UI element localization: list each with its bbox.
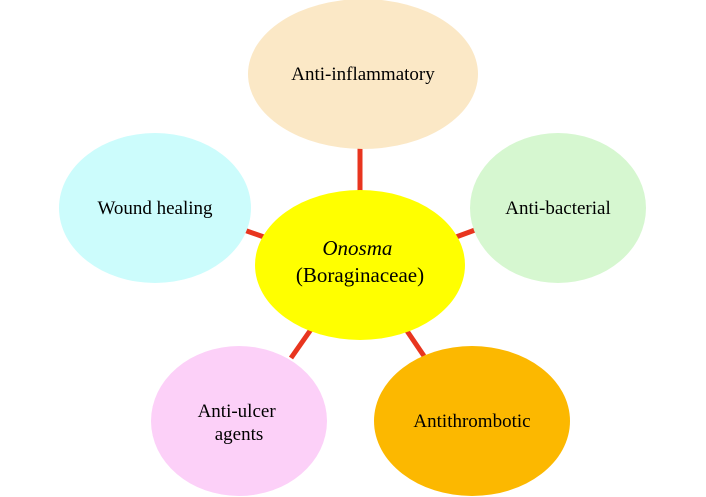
node-wound-healing: Wound healing	[59, 133, 251, 283]
connector-anti-bacterial	[455, 227, 476, 240]
node-anti-inflammatory: Anti-inflammatory	[248, 0, 478, 149]
connectors	[243, 147, 476, 360]
center-family-name: (Boraginaceae)	[296, 263, 424, 287]
node-anti-bacterial-label: Anti-bacterial	[505, 198, 611, 219]
connector-anti-ulcer	[288, 326, 315, 360]
node-anti-ulcer-line-2: agents	[215, 424, 264, 445]
node-anti-inflammatory-line-1: Anti-inflammatory	[291, 64, 435, 85]
center-node: Onosma (Boraginaceae)	[255, 190, 465, 340]
node-antithrombotic: Antithrombotic	[374, 346, 570, 496]
node-antithrombotic-line-1: Antithrombotic	[413, 411, 530, 432]
node-anti-ulcer-label: Anti-ulcer agents	[198, 401, 281, 445]
center-node-ellipse	[255, 190, 465, 340]
connector-wound-healing	[243, 227, 265, 240]
node-anti-bacterial-line-1: Anti-bacterial	[505, 198, 611, 219]
node-anti-bacterial-ellipse	[470, 133, 646, 283]
node-antithrombotic-label: Antithrombotic	[413, 411, 530, 432]
node-wound-healing-label: Wound healing	[97, 198, 213, 219]
connector-antithrombotic	[402, 326, 427, 358]
node-antithrombotic-ellipse	[374, 346, 570, 496]
node-anti-ulcer-ellipse	[151, 346, 327, 496]
node-anti-ulcer-line-1: Anti-ulcer	[198, 401, 277, 422]
node-wound-healing-ellipse	[59, 133, 251, 283]
node-anti-bacterial: Anti-bacterial	[470, 133, 646, 283]
node-anti-inflammatory-ellipse	[248, 0, 478, 149]
node-anti-inflammatory-label: Anti-inflammatory	[291, 64, 435, 85]
center-node-label: Onosma (Boraginaceae)	[296, 236, 424, 287]
node-wound-healing-line-1: Wound healing	[97, 198, 213, 219]
center-genus-name: Onosma	[322, 236, 392, 260]
node-anti-ulcer: Anti-ulcer agents	[151, 346, 327, 496]
